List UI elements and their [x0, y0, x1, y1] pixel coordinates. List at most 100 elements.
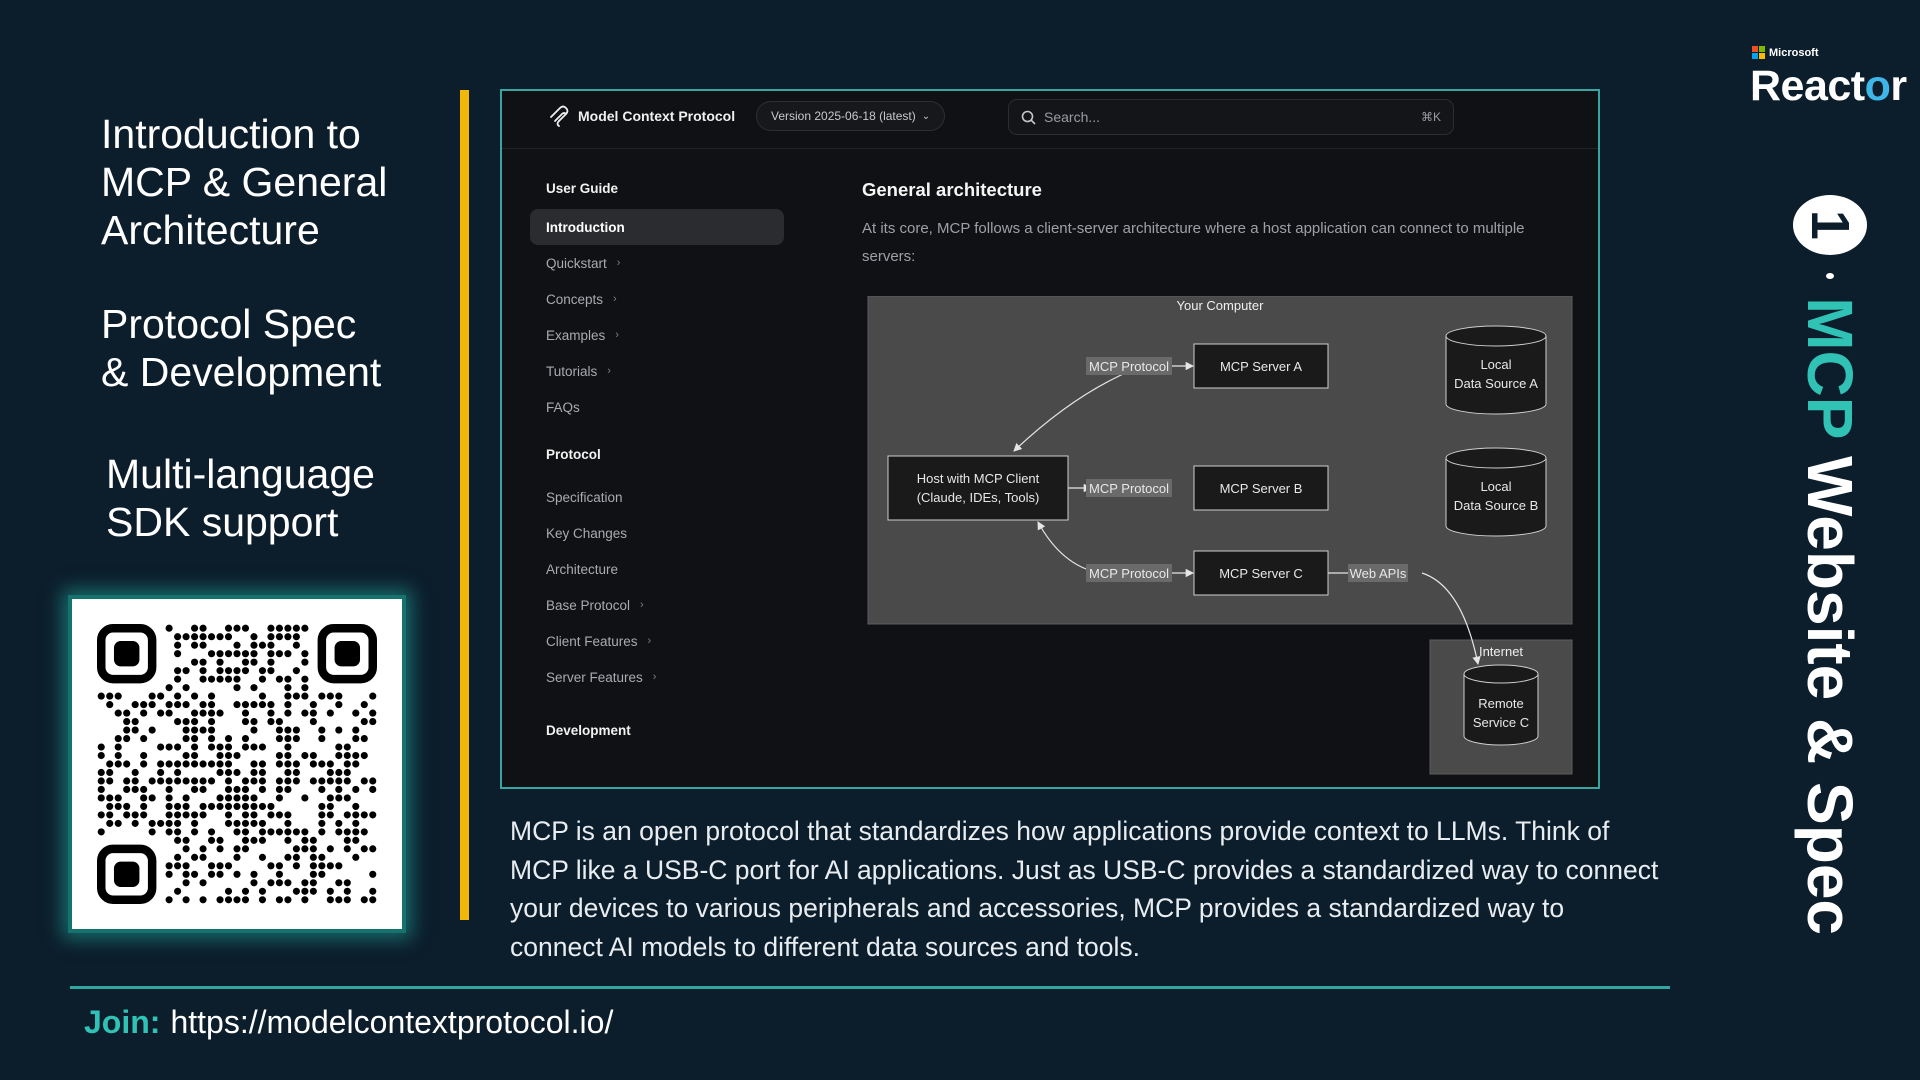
search-input[interactable]: Search... ⌘K: [1008, 99, 1454, 135]
sidebar-section-user-guide: User Guide: [546, 181, 619, 196]
chevron-right-icon: ›: [615, 329, 619, 341]
version-selector[interactable]: Version 2025-06-18 (latest) ⌄: [756, 101, 946, 131]
page-title: General architecture: [862, 179, 1042, 200]
remote-service-label-2: Service C: [1473, 715, 1529, 730]
section-title-rest: Website & Spec: [1794, 456, 1866, 935]
sidebar-item-label: Server Features: [546, 669, 643, 685]
server-a-node: [1193, 343, 1329, 389]
footer-divider: [70, 986, 1670, 989]
page-content: General architecture At its core, MCP fo…: [862, 179, 1582, 271]
protocol-label-c: MCP Protocol: [1089, 566, 1169, 581]
search-icon: [1021, 110, 1036, 125]
server-b-label: MCP Server B: [1220, 481, 1303, 496]
sidebar-item-tutorials[interactable]: Tutorials ›: [530, 353, 790, 389]
section-title: MCP Website & Spec: [1793, 297, 1867, 935]
chevron-right-icon: ›: [640, 599, 644, 611]
reactor-logo: Reactor: [1750, 62, 1907, 111]
reactor-prefix: React: [1750, 62, 1865, 110]
accent-bar: [460, 90, 469, 920]
page-intro: At its core, MCP follows a client-server…: [862, 220, 1525, 265]
microsoft-brand: Microsoft: [1752, 46, 1819, 59]
sidebar-item-label: Tutorials: [546, 363, 598, 379]
site-logo[interactable]: Model Context Protocol: [548, 105, 735, 127]
sidebar-item-client-features[interactable]: Client Features ›: [530, 623, 790, 659]
join-link[interactable]: https://modelcontextprotocol.io/: [170, 1004, 614, 1040]
remote-service-c: Remote Service C: [1463, 664, 1539, 746]
remote-service-label-1: Remote: [1478, 696, 1524, 711]
server-b-node: [1193, 465, 1329, 511]
data-source-a-label-1: Local: [1480, 357, 1511, 372]
your-computer-label: Your Computer: [1177, 298, 1265, 313]
topic-intro: Introduction to MCP & General Architectu…: [101, 111, 388, 253]
sidebar-item-server-features[interactable]: Server Features›: [530, 659, 790, 695]
host-label-2: (Claude, IDEs, Tools): [917, 490, 1040, 505]
chevron-right-icon: ›: [607, 365, 611, 377]
sidebar-item-label: Examples: [546, 327, 606, 343]
section-title-mcp: MCP: [1794, 297, 1866, 439]
microsoft-logo-icon: [1752, 46, 1765, 59]
sidebar-item-examples[interactable]: Examples ›: [530, 317, 790, 353]
topic-protocol-spec: Protocol Spec & Development: [101, 301, 382, 395]
data-source-b-label-1: Local: [1480, 479, 1511, 494]
sidebar-item-architecture[interactable]: Architecture: [530, 551, 790, 587]
protocol-label-a: MCP Protocol: [1089, 359, 1169, 374]
sidebar-item-label: Introduction: [546, 219, 625, 235]
qr-code: [68, 595, 406, 933]
architecture-diagram: Your Computer Internet Host with MCP Cli…: [867, 296, 1573, 775]
sidebar-item-label: Specification: [546, 489, 623, 505]
host-label-1: Host with MCP Client: [917, 471, 1040, 486]
join-label: Join:: [84, 1004, 161, 1040]
sidebar-item-label: FAQs: [546, 399, 580, 415]
sidebar-item-specification[interactable]: Specification: [530, 479, 790, 515]
reactor-suffix: r: [1890, 62, 1907, 110]
section-number: 1: [1800, 209, 1860, 240]
qr-code-icon: [97, 624, 377, 904]
topic-sdk-support: Multi-language SDK support: [106, 451, 375, 545]
mcp-description: MCP is an open protocol that standardize…: [510, 816, 1659, 962]
sidebar-item-faqs[interactable]: FAQs: [530, 389, 790, 425]
data-source-a-label-2: Data Source A: [1454, 376, 1538, 391]
mcp-logo-icon: [550, 105, 569, 127]
data-source-b: Local Data Source B: [1445, 447, 1547, 537]
internet-label: Internet: [1479, 644, 1523, 659]
site-title: Model Context Protocol: [578, 108, 736, 124]
sidebar-item-base-protocol[interactable]: Base Protocol ›: [530, 587, 790, 623]
sidebar-item-key-changes[interactable]: Key Changes: [530, 515, 790, 551]
sidebar-section-development: Development: [546, 723, 631, 738]
chevron-right-icon: ›: [616, 257, 621, 269]
data-source-b-label-2: Data Source B: [1454, 498, 1539, 513]
host-node: [887, 455, 1069, 521]
sidebar-item-label: Quickstart: [546, 255, 607, 271]
server-c-node: [1193, 550, 1329, 596]
site-header: Model Context Protocol Version 2025-06-1…: [502, 91, 1598, 149]
sidebar-item-label: Key Changes: [546, 525, 628, 541]
server-a-label: MCP Server A: [1220, 359, 1302, 374]
search-shortcut: ⌘K: [1420, 110, 1441, 124]
sidebar-item-quickstart[interactable]: Quickstart ›: [530, 245, 790, 281]
protocol-label-b: MCP Protocol: [1089, 481, 1169, 496]
section-number-badge: 1: [1793, 195, 1867, 255]
sidebar-item-label: Concepts: [546, 291, 604, 307]
sidebar-item-label: Base Protocol: [546, 597, 631, 613]
sidebar-item-label: Architecture: [546, 561, 619, 577]
microsoft-label: Microsoft: [1769, 46, 1819, 59]
server-c-label: MCP Server C: [1219, 566, 1303, 581]
version-label: Version 2025-06-18 (latest): [771, 109, 916, 123]
sidebar-item-introduction[interactable]: Introduction: [530, 209, 784, 245]
website-screenshot: Model Context Protocol Version 2025-06-1…: [500, 89, 1600, 789]
data-source-a: Local Data Source A: [1445, 325, 1547, 415]
section-heading-vertical: 1 MCP Website & Spec: [1790, 195, 1870, 935]
search-placeholder: Search...: [1044, 109, 1101, 125]
join-row: Join: https://modelcontextprotocol.io/: [84, 1004, 613, 1041]
chevron-down-icon: ⌄: [921, 110, 931, 122]
sidebar-item-concepts[interactable]: Concepts›: [530, 281, 790, 317]
sidebar-item-label: Client Features: [546, 633, 638, 649]
web-apis-label: Web APIs: [1350, 566, 1407, 581]
reactor-o: o: [1864, 62, 1891, 110]
separator-dot: [1826, 272, 1834, 280]
chevron-right-icon: ›: [647, 635, 652, 647]
sidebar-section-protocol: Protocol: [546, 447, 601, 462]
